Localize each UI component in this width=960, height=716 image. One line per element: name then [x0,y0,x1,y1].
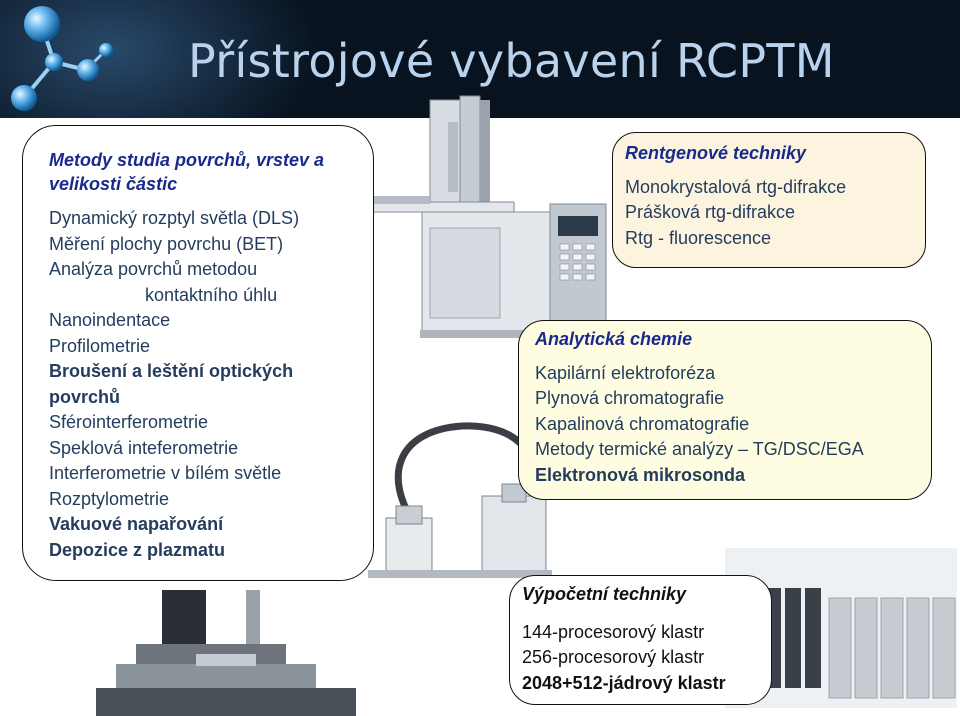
analytical-chemistry-heading: Analytická chemie [535,329,693,349]
list-item: Měření plochy povrchu (BET) [49,233,284,254]
xray-techniques-panel: Rentgenové techniky Monokrystalová rtg-d… [612,132,926,268]
molecule-icon [11,6,113,111]
list-item: povrchů [49,386,121,407]
list-item: Nanoindentace [49,310,171,330]
thermal-analyzer-image [368,422,552,578]
header-band: Přístrojové vybavení RCPTM [0,0,960,118]
list-item: Metody termické analýzy – TG/DSC/EGA [535,439,864,459]
list-item: Rozptylometrie [49,488,170,509]
list-item: Analýza povrchů metodou [49,259,258,279]
list-item: Prášková rtg-difrakce [625,202,796,222]
list-item: Sférointerferometrie [49,412,209,432]
profilometer-image [96,590,356,716]
list-item: kontaktního úhlu [145,284,278,305]
list-item: 144-procesorový klastr [522,621,705,642]
list-item: 256-procesorový klastr [522,647,705,667]
computing-techniques-panel: Výpočetní techniky 144-procesorový klast… [509,575,772,705]
list-item: Profilometrie [49,335,151,356]
list-item: Vakuové napařování [49,514,224,534]
list-item: Depozice z plazmatu [49,539,226,560]
page-title: Přístrojové vybavení RCPTM [188,34,835,88]
list-item: 2048+512-jádrový klastr [522,672,726,693]
computing-techniques-heading: Výpočetní techniky [522,584,687,604]
analytical-chemistry-panel: Analytická chemie Kapilární elektroforéz… [518,320,932,500]
list-item: Rtg - fluorescence [625,227,772,248]
list-item: Monokrystalová rtg-difrakce [625,176,847,197]
list-item: Dynamický rozptyl světla (DLS) [49,208,300,228]
gas-chromatograph-image [363,95,610,338]
surface-methods-heading: Metody studia povrchů, vrstev a velikost… [49,150,325,194]
list-item: Elektronová mikrosonda [535,464,746,485]
list-item: Plynová chromatografie [535,388,725,408]
surface-methods-panel: Metody studia povrchů, vrstev a velikost… [22,125,374,581]
list-item: Broušení a leštění optických [49,361,294,381]
list-item: Speklová inteferometrie [49,437,239,458]
xray-techniques-heading: Rentgenové techniky [625,143,807,163]
list-item: Kapalinová chromatografie [535,413,750,434]
list-item: Interferometrie v bílém světle [49,463,282,483]
list-item: Kapilární elektroforéza [535,362,716,383]
